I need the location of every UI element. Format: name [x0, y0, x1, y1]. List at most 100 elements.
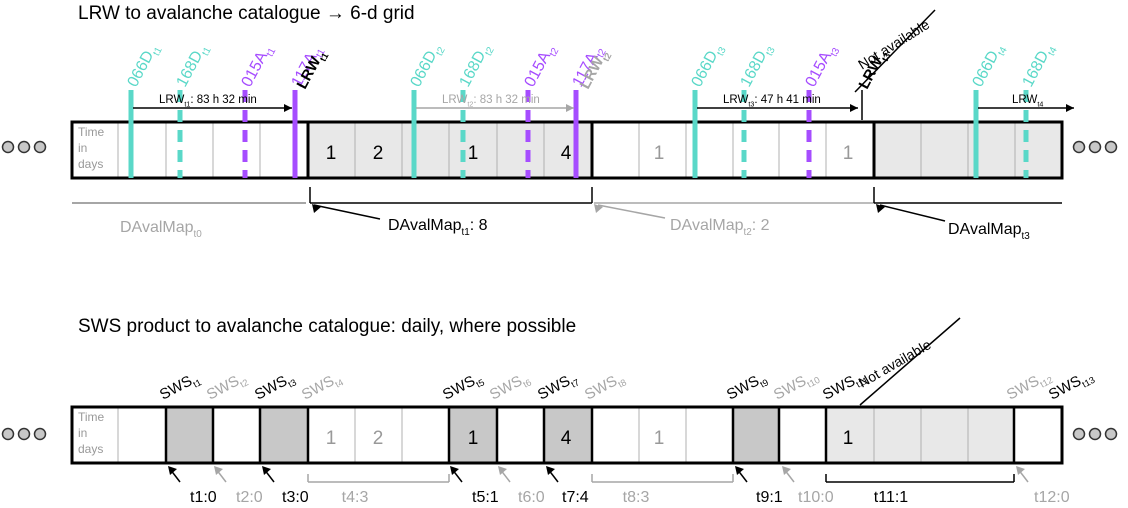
davalmap-label-base: DAvalMap	[388, 217, 462, 234]
count-arrowhead	[214, 466, 223, 475]
lrw-span-label-sub: t1	[184, 100, 190, 108]
sws-label-sub: t2	[239, 377, 251, 389]
count-label: t1:0	[190, 489, 217, 506]
sws-label: SWSt8	[582, 369, 628, 406]
lrw-span-arrowhead	[566, 104, 574, 112]
acquisition-label: 066Dt4	[970, 40, 1010, 91]
sws-label-sub: t13	[1081, 375, 1097, 390]
top-grid-block	[308, 122, 592, 178]
bottom-row-label: days	[78, 442, 103, 456]
count-arrowhead	[262, 466, 271, 475]
lrw-span-arrowhead	[284, 104, 292, 112]
left-dots-top	[17, 140, 31, 154]
sws-label-base: SWS	[252, 372, 290, 403]
top-cell-value: 1	[654, 143, 665, 164]
right-dots-bottom	[1104, 427, 1118, 441]
bottom-row-label: Time	[78, 410, 105, 424]
lrw-span-label-base: LRW	[1012, 94, 1037, 106]
count-arrowhead	[546, 466, 555, 475]
sws-label: SWSt5	[440, 369, 486, 406]
bottom-cell-value: 1	[326, 428, 337, 449]
count-arrowhead	[498, 466, 507, 475]
count-arrowhead	[450, 466, 459, 475]
bottom-dark-cell	[260, 407, 308, 463]
davalmap-label-sub: t0	[194, 229, 203, 240]
bottom-title: SWS product to avalanche catalogue: dail…	[78, 316, 576, 337]
sws-label-base: SWS	[487, 372, 525, 403]
left-dots-bottom	[33, 427, 47, 441]
left-dots-bottom	[1, 427, 15, 441]
lrw-span-arrowhead	[850, 104, 858, 112]
right-dots-bottom	[1072, 427, 1086, 441]
bottom-dark-cell	[449, 407, 497, 463]
left-dots-bottom	[17, 427, 31, 441]
top-cell-value: 4	[561, 143, 572, 164]
count-arrowhead	[168, 466, 177, 475]
sws-label-sub: t4	[334, 377, 346, 389]
sws-label-sub: t9	[759, 377, 771, 389]
sws-label-sub: t6	[522, 377, 534, 389]
bottom-cell-value: 1	[654, 428, 665, 449]
count-label: t7:4	[562, 489, 589, 506]
acquisition-label: 066Dt1	[125, 40, 165, 91]
acquisition-label: 015At3	[803, 41, 843, 91]
sws-label: SWSt1	[157, 369, 203, 406]
sws-label-base: SWS	[771, 372, 809, 403]
count-label: t6:0	[518, 489, 545, 506]
count-label: t2:0	[236, 489, 263, 506]
bottom-cell-value: 4	[561, 428, 572, 449]
acquisition-label: 015At2	[522, 41, 562, 91]
sws-label-sub: t1	[192, 377, 204, 389]
sws-label: SWSt12	[1004, 366, 1055, 405]
acquisition-label: 015At1	[239, 41, 279, 91]
sws-label: SWSt10	[771, 366, 822, 405]
sws-label: SWSt13	[1046, 366, 1097, 405]
bottom-cell-value: 1	[468, 428, 479, 449]
davalmap-t3-arrowhead	[876, 204, 885, 213]
top-title: LRW to avalanche catalogue → 6-d grid	[78, 3, 415, 24]
lrw-span-label-sub: t2	[467, 100, 473, 108]
davalmap-t1-arrowhead	[312, 204, 321, 213]
bottom-dark-cell	[166, 407, 213, 463]
acquisition-label: 168Dt2	[457, 40, 497, 91]
right-dots-bottom	[1088, 427, 1102, 441]
lrw-span-label: LRWt2: 83 h 32 min	[442, 94, 540, 108]
top-cell-value: 1	[326, 143, 337, 164]
count-label: t4:3	[342, 489, 369, 506]
lrw-span-label-base: LRW	[442, 94, 467, 106]
sws-label-base: SWS	[1004, 372, 1042, 403]
sws-label-base: SWS	[440, 372, 478, 403]
davalmap-label: DAvalMapt3	[948, 221, 1030, 242]
sws-label-base: SWS	[204, 372, 242, 403]
right-dots-top	[1088, 140, 1102, 154]
lrw-span-label: LRWt3: 47 h 41 min	[723, 94, 821, 108]
count-label: t5:1	[472, 489, 499, 506]
right-dots-top	[1072, 140, 1086, 154]
lrw-span-label-base: LRW	[723, 94, 748, 106]
top-row-label: in	[78, 141, 87, 155]
bottom-unavailable-block	[826, 407, 1014, 463]
count-label: t12:0	[1034, 489, 1070, 506]
sws-label: SWSt3	[252, 369, 298, 406]
davalmap-label-suffix: : 8	[470, 217, 488, 234]
top-row-label: days	[78, 157, 103, 171]
not-available-strike	[854, 9, 936, 93]
davalmap-label-suffix: : 2	[752, 217, 770, 234]
acquisition-label: 066Dt2	[408, 40, 448, 91]
sws-label: SWSt9	[724, 369, 770, 406]
sws-label-sub: t5	[475, 377, 487, 389]
top-grid-block	[72, 122, 118, 178]
top-cell-value: 1	[468, 143, 479, 164]
lrw-span-label-base: LRW	[159, 94, 184, 106]
acquisition-label: 168Dt4	[1020, 40, 1060, 91]
bottom-grid-frame	[70, 405, 1064, 465]
right-dots-top	[1104, 140, 1118, 154]
sws-label-base: SWS	[1046, 372, 1084, 403]
count-label: t9:1	[756, 489, 783, 506]
lrw-span-label: LRWt1: 83 h 32 min	[159, 94, 257, 108]
sws-label-sub: t7	[570, 377, 582, 389]
not-available-bottom: Not available	[856, 336, 934, 390]
davalmap-t2-pointer	[597, 204, 666, 219]
top-cell-value: 2	[373, 143, 384, 164]
sws-label-base: SWS	[820, 372, 858, 403]
